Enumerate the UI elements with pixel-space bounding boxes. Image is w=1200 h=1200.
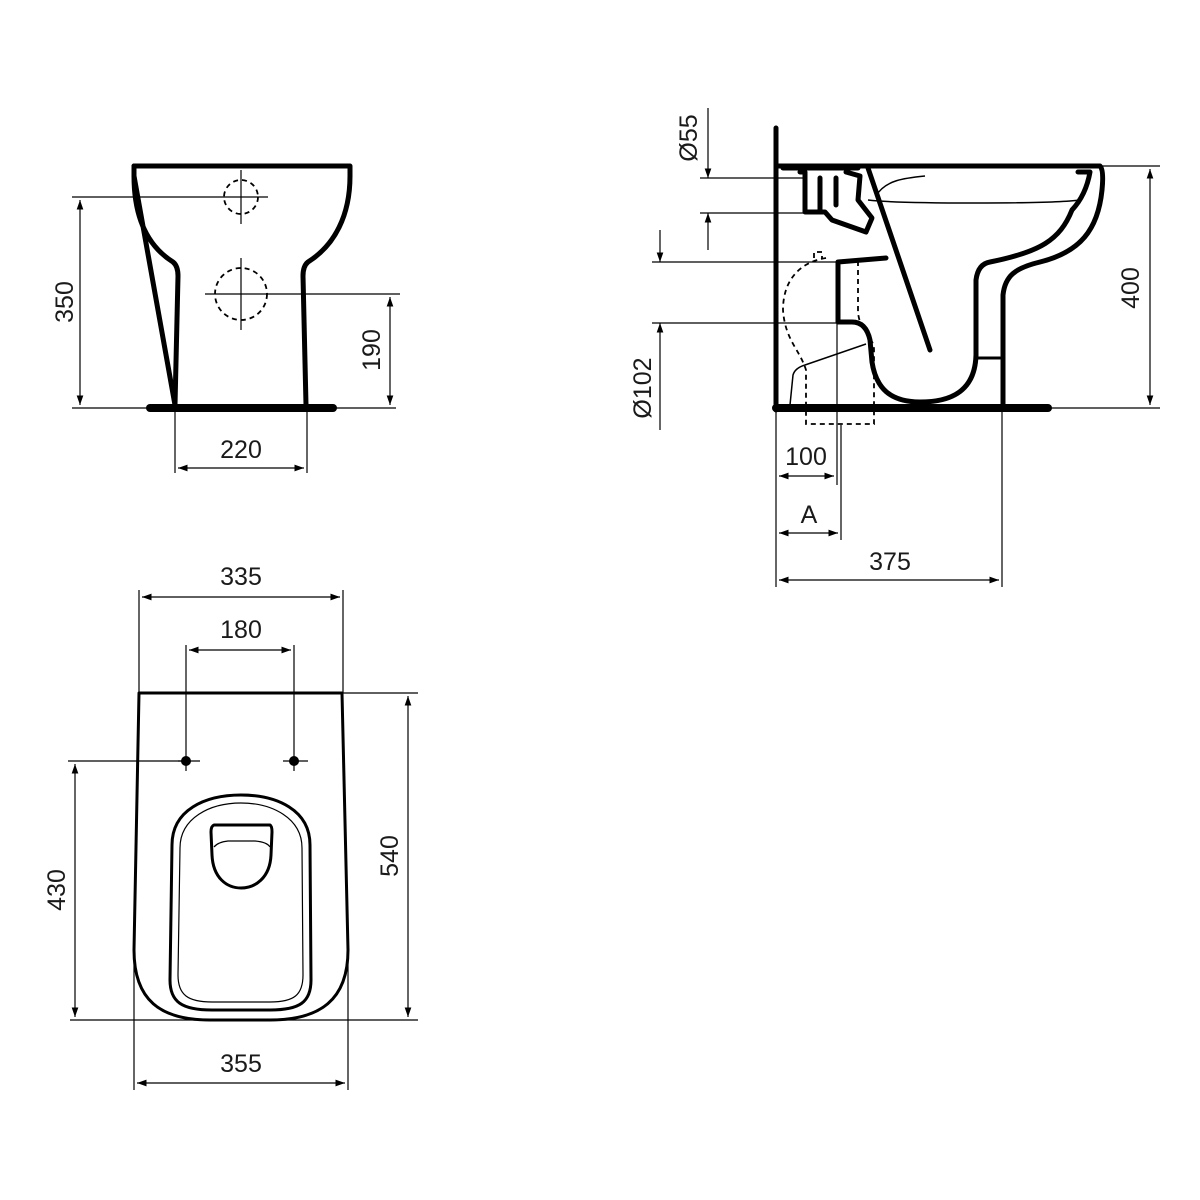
dim-190: 190 xyxy=(358,329,386,371)
dim-355: 355 xyxy=(220,1050,262,1078)
dim-180: 180 xyxy=(220,616,262,644)
dim-540: 540 xyxy=(376,835,404,877)
top-view: 335 180 540 430 355 xyxy=(43,563,418,1090)
dim-100: 100 xyxy=(785,443,827,471)
dim-430: 430 xyxy=(43,869,71,911)
dim-400: 400 xyxy=(1117,267,1145,309)
side-view: Ø55 Ø102 400 100 A 375 xyxy=(629,108,1160,587)
dim-350: 350 xyxy=(51,281,79,323)
dim-diameter-55: Ø55 xyxy=(675,114,703,161)
top-view-outline xyxy=(132,691,350,1022)
front-view: 350 190 220 xyxy=(51,163,400,473)
dim-a: A xyxy=(801,501,818,529)
outlet-connector-dashed xyxy=(782,251,875,425)
dim-diameter-102: Ø102 xyxy=(629,357,657,418)
dim-220: 220 xyxy=(220,436,262,464)
dim-335: 335 xyxy=(220,563,262,591)
front-view-outline xyxy=(131,163,353,408)
dim-375: 375 xyxy=(869,548,911,576)
